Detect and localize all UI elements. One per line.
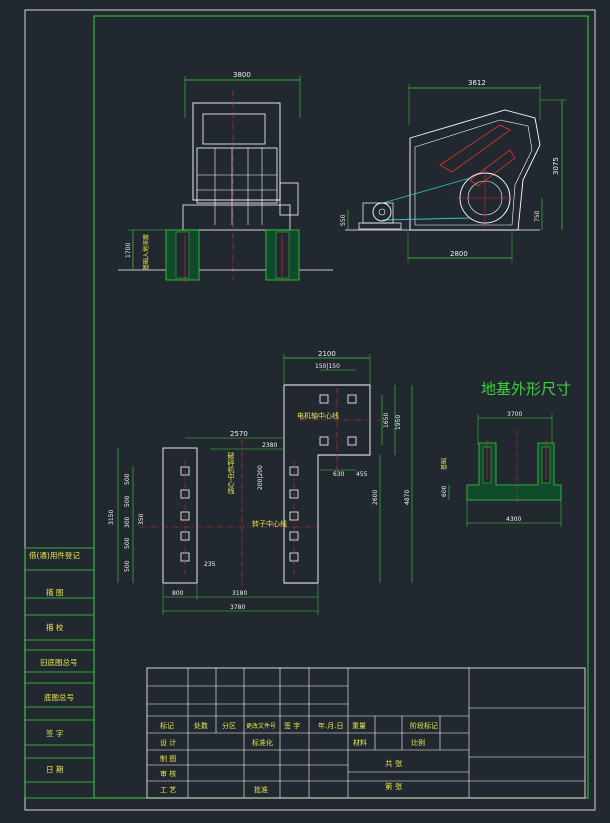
foundation-top-dim: 3700 [507,411,522,418]
dim-200: 200|200 [257,465,264,490]
left-row-6: 签 字 [46,728,63,738]
left-dim-5: 500 [124,560,131,572]
top-width-dim: 2100 [318,350,336,358]
dim-3150: 3150 [108,510,115,525]
vertical-axis-label: 破碎机中心线 [227,451,235,494]
foundation-section: 3700 4300 600 基础 [440,411,562,527]
side-width-dim: 3800 [233,71,251,79]
front-view: 3612 2800 3075 750 550 [340,79,566,262]
material-label: 材料 [353,738,367,747]
left-row-2: 描 图 [46,587,63,597]
dim-1650: 1650 [383,413,390,428]
bottom-3780-dim: 3780 [230,604,245,611]
header-count: 处数 [194,721,208,730]
top-spacing-dim: 150|150 [315,363,340,370]
dim-2570: 2570 [230,430,248,438]
row-label-mark: 标记 [160,721,174,730]
stage-label: 阶段标记 [410,721,438,730]
dim-1950: 1950 [395,415,402,430]
front-lower-dim: 2800 [450,250,468,258]
side-depth-note: 基础入地深度 [142,234,150,270]
left-row-3: 描 校 [46,622,64,632]
front-height-dim: 3075 [552,157,560,175]
header-sign: 签 字 [284,721,300,730]
header-date: 年.月.日 [318,721,343,730]
left-dim-4: 500 [124,537,131,549]
left-small-dim: 350 [138,513,145,525]
foundation-side-label: 基础 [440,458,448,470]
dim-455: 455 [356,471,368,478]
foundation-bottom-dim: 4300 [506,516,521,523]
left-dim-2: 500 [124,495,131,507]
dim-2380: 2380 [262,442,277,449]
bottom-3180-dim: 3180 [232,590,247,597]
header-change-doc: 更改文件号 [246,722,276,730]
row-label-draw: 制 图 [160,754,176,763]
bottom-800-dim: 800 [172,590,184,597]
left-row-7: 日 期 [46,765,63,774]
left-table: 借(通)用件登记 描 图 描 校 旧底图总号 底图总号 签 字 日 期 [24,547,95,799]
header-zone: 分区 [222,721,236,730]
left-row-5: 底图总号 [44,692,74,702]
frame-border [93,15,589,799]
rotor-axis-label: 转子中心线 [252,519,287,528]
dim-630: 630 [333,471,345,478]
left-row-4: 旧底图总号 [40,657,78,667]
dim-4870: 4870 [404,490,411,505]
row-label-process: 工 艺 [160,786,176,794]
left-row-1: 借(通)用件登记 [29,550,80,560]
outer-border [24,9,596,811]
scale-label: 比例 [411,738,425,747]
plan-view: 电机轴中心线 转子中心线 破碎机中心线 2100 150|150 2570 23… [108,350,413,615]
row-label-design: 设 计 [160,738,176,747]
section-title: 地基外形尺寸 [481,380,571,398]
total-sheets-label: 共 张 [385,759,403,768]
dim-235: 235 [204,561,216,568]
motor-axis-label: 电机轴中心线 [297,411,339,420]
left-dim-3: 300 [124,516,131,528]
left-dim-1: 500 [124,473,131,485]
foundation-height-dim: 600 [441,485,448,497]
side-depth-dim: 1700 [125,243,132,258]
side-view: 3800 1700 基础入地深度 [118,71,333,282]
front-width-dim: 3612 [468,79,486,87]
standardization-label: 标准化 [252,738,273,747]
approval-label: 批准 [254,785,268,794]
sheet-no-label: 第 张 [385,781,403,791]
weight-label: 重量 [352,722,366,730]
title-block: 标记 处数 分区 更改文件号 签 字 年.月.日 重量 阶段标记 设 计 标准化… [146,667,586,799]
row-label-review: 审 核 [160,769,176,778]
dim-2600: 2600 [372,490,379,505]
front-left-small-dim: 550 [340,214,347,226]
front-right-small-dim: 750 [534,210,541,222]
